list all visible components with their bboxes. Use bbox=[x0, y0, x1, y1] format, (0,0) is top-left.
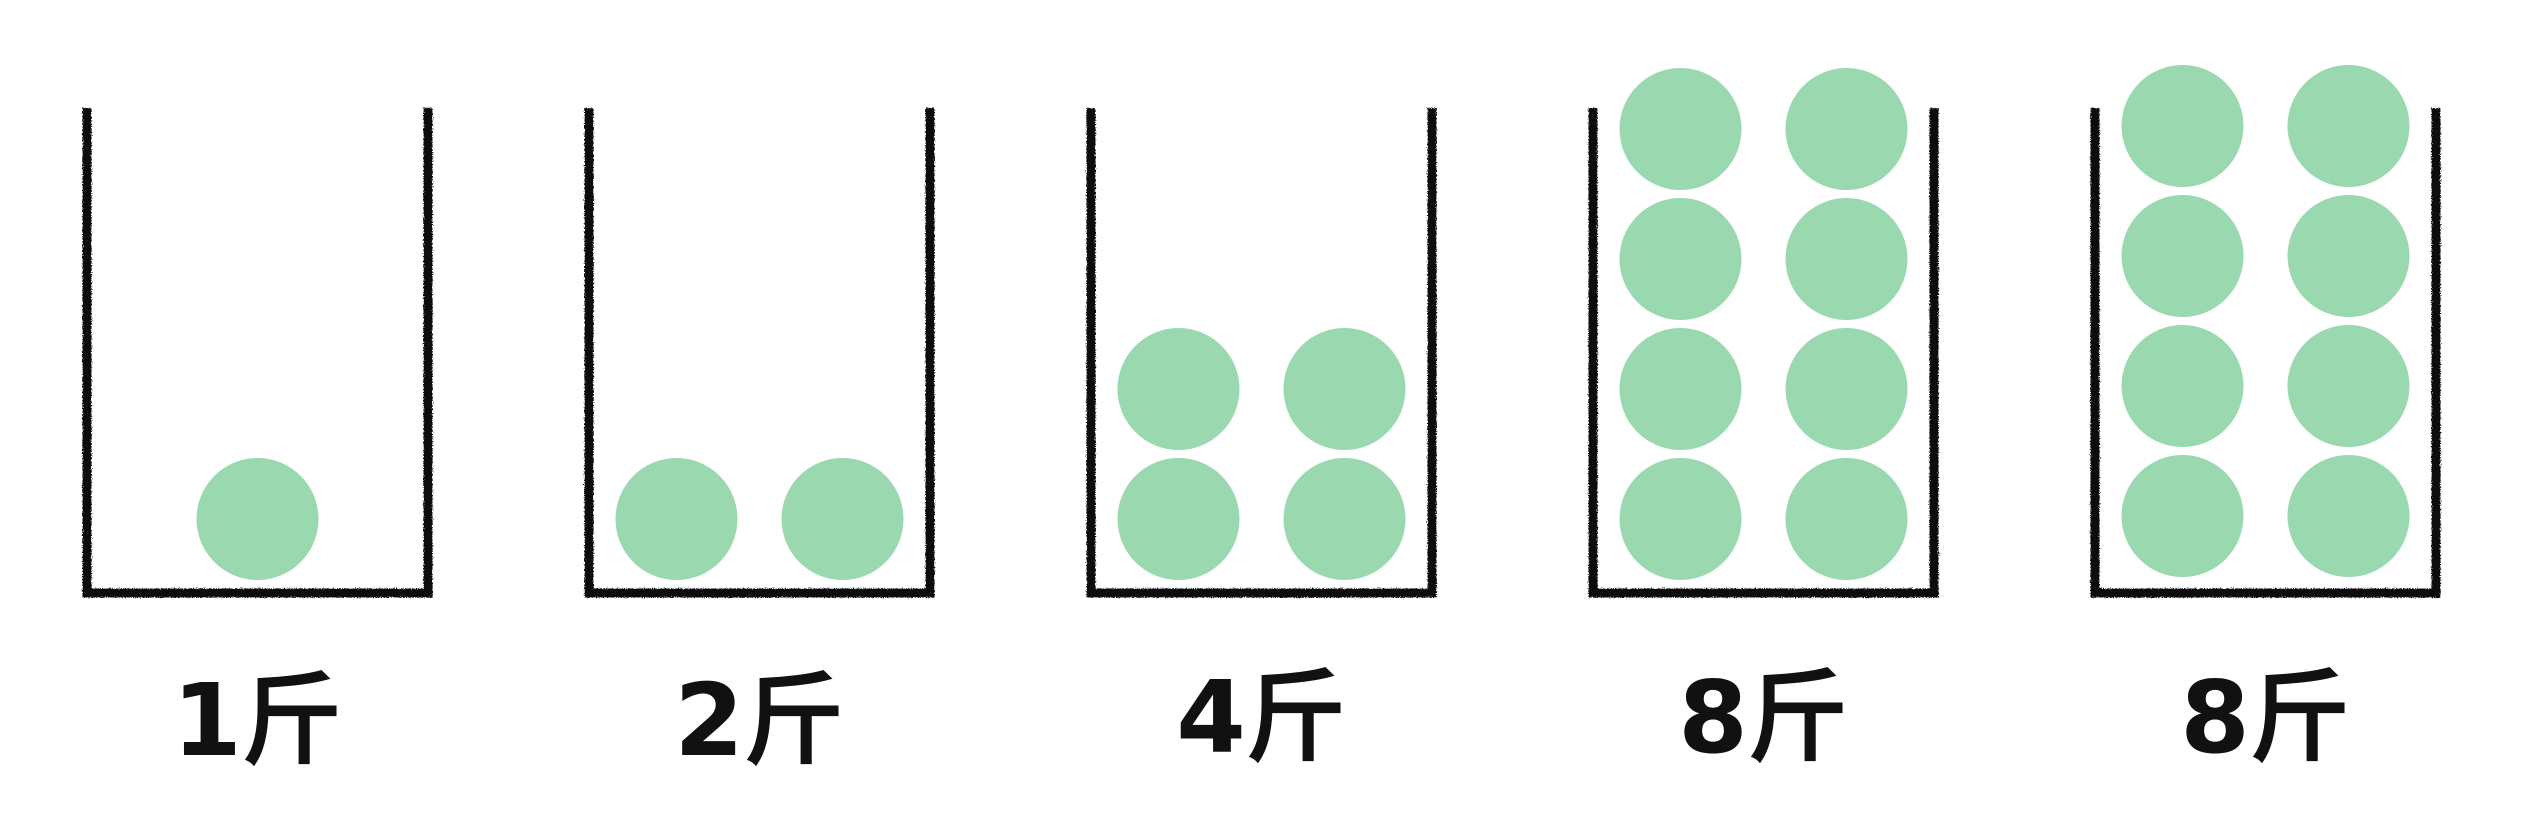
ball bbox=[1619, 198, 1742, 320]
ball bbox=[2287, 65, 2410, 187]
ball bbox=[2287, 325, 2410, 447]
ball bbox=[1283, 458, 1406, 580]
weight-label: 4斤 bbox=[1176, 659, 1346, 776]
container-1: 1斤 bbox=[82, 108, 433, 779]
container-3: 4斤 bbox=[1086, 108, 1437, 776]
ball bbox=[615, 458, 738, 580]
container-outline bbox=[1588, 108, 1939, 598]
container-5: 8斤 bbox=[2090, 65, 2441, 776]
ball-group bbox=[615, 458, 904, 580]
ball bbox=[1117, 458, 1240, 580]
ball bbox=[1785, 68, 1908, 190]
ball bbox=[1785, 328, 1908, 450]
ball bbox=[2121, 195, 2244, 317]
ball bbox=[1619, 458, 1742, 580]
ball-group bbox=[196, 458, 319, 580]
ball-group bbox=[2121, 65, 2410, 577]
ball bbox=[2121, 455, 2244, 577]
ball-group bbox=[1117, 328, 1406, 580]
ball bbox=[2287, 455, 2410, 577]
ball bbox=[1619, 68, 1742, 190]
container-outline bbox=[584, 108, 935, 598]
ball bbox=[1785, 458, 1908, 580]
weight-label: 8斤 bbox=[1678, 659, 1848, 776]
container-outline bbox=[1086, 108, 1437, 598]
ball bbox=[2121, 65, 2244, 187]
container-4: 8斤 bbox=[1588, 68, 1939, 776]
ball bbox=[2287, 195, 2410, 317]
ball bbox=[1619, 328, 1742, 450]
ball bbox=[2121, 325, 2244, 447]
container-2: 2斤 bbox=[584, 108, 935, 779]
ball-group bbox=[1619, 68, 1908, 580]
weight-label: 1斤 bbox=[172, 662, 342, 779]
container-outline bbox=[2090, 108, 2441, 598]
weight-label: 8斤 bbox=[2180, 659, 2350, 776]
ball bbox=[196, 458, 319, 580]
ball bbox=[1785, 198, 1908, 320]
weight-label: 2斤 bbox=[674, 662, 844, 779]
ball bbox=[1283, 328, 1406, 450]
container-outline bbox=[82, 108, 433, 598]
ball bbox=[1117, 328, 1240, 450]
ball bbox=[781, 458, 904, 580]
